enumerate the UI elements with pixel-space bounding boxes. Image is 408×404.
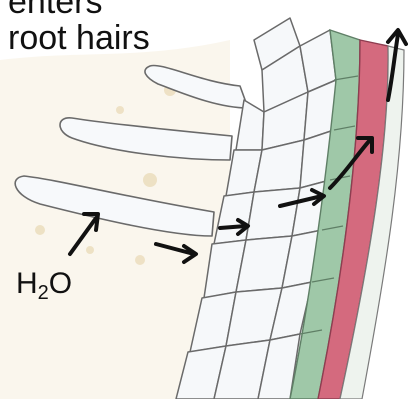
label-water-o: O	[49, 267, 72, 300]
label-water: H2O	[16, 268, 72, 309]
arrow-cortex	[220, 226, 246, 228]
label-water-h: H	[16, 267, 38, 300]
label-top-partial: enters	[8, 0, 103, 20]
label-water-subscript: 2	[38, 282, 49, 304]
label-root-hairs: root hairs	[8, 20, 150, 56]
